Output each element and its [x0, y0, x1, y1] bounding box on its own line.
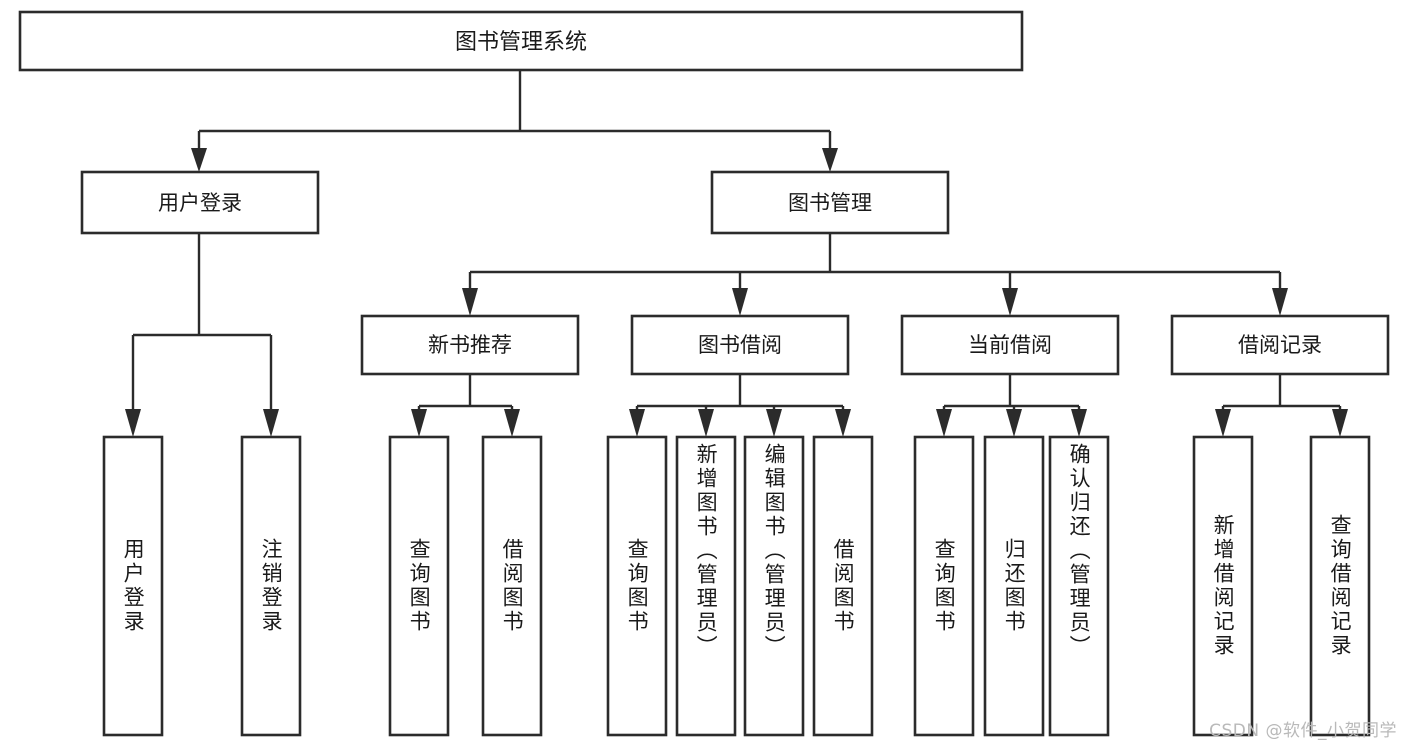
node-borrow-record-box[interactable]: [1170, 314, 1390, 376]
node-leaf-1-box[interactable]: [102, 435, 164, 737]
node-leaf-9-box[interactable]: [913, 435, 975, 737]
node-leaf-2-box[interactable]: [240, 435, 302, 737]
arrow-to-book-manage: [822, 148, 838, 172]
node-borrow-record-label: 借阅记录: [1238, 333, 1322, 357]
node-book-manage[interactable]: 图书管理: [710, 170, 950, 235]
arrow-leaf-6: [698, 409, 714, 437]
node-root-label: 图书管理系统: [455, 30, 587, 55]
node-leaf-12-box[interactable]: [1192, 435, 1254, 737]
node-leaf-3-box[interactable]: [388, 435, 450, 737]
node-new-book-rec-box[interactable]: [360, 314, 580, 376]
node-leaf-6-box[interactable]: [675, 435, 737, 737]
node-leaf-8-box[interactable]: [812, 435, 874, 737]
node-root[interactable]: 图书管理系统: [18, 10, 1024, 72]
node-book-manage-box[interactable]: [710, 170, 950, 235]
node-book-borrow[interactable]: 图书借阅: [630, 314, 850, 376]
node-leaf-13-box[interactable]: [1309, 435, 1371, 737]
arrow-leaf-7: [766, 409, 782, 437]
node-leaf-5-box[interactable]: [606, 435, 668, 737]
node-book-borrow-label: 图书借阅: [698, 333, 782, 357]
node-book-manage-label: 图书管理: [788, 191, 872, 215]
node-new-book-rec[interactable]: 新书推荐: [360, 314, 580, 376]
node-current-borrow[interactable]: 当前借阅: [900, 314, 1120, 376]
arrow-leaf-4: [504, 409, 520, 437]
node-new-book-rec-label: 新书推荐: [428, 333, 512, 357]
arrow-leaf-11: [1071, 409, 1087, 437]
node-leaf-7-box[interactable]: [743, 435, 805, 737]
arrow-leaf-1: [125, 409, 141, 437]
arrow-current-borrow: [1002, 288, 1018, 316]
node-user-login-label: 用户登录: [158, 191, 242, 215]
arrow-leaf-8: [835, 409, 851, 437]
node-root-box[interactable]: [18, 10, 1024, 72]
csdn-watermark: CSDN @软件_小贺同学: [1209, 721, 1397, 741]
connector-layer: [125, 70, 1348, 437]
node-leaf-11-box[interactable]: [1048, 435, 1110, 737]
node-borrow-record[interactable]: 借阅记录: [1170, 314, 1390, 376]
arrow-book-borrow: [732, 288, 748, 316]
node-user-login[interactable]: 用户登录: [80, 170, 320, 235]
node-current-borrow-label: 当前借阅: [968, 333, 1052, 357]
node-leaf-10-box[interactable]: [983, 435, 1045, 737]
arrow-to-user-login: [191, 148, 207, 172]
arrow-leaf-10: [1006, 409, 1022, 437]
arrow-new-book-rec: [462, 288, 478, 316]
node-user-login-box[interactable]: [80, 170, 320, 235]
node-book-borrow-box[interactable]: [630, 314, 850, 376]
arrow-borrow-record: [1272, 288, 1288, 316]
arrow-leaf-3: [411, 409, 427, 437]
node-current-borrow-box[interactable]: [900, 314, 1120, 376]
node-layer: 图书管理系统 用户登录 图书管理 新书推荐 图书借阅: [18, 10, 1390, 737]
arrow-leaf-9: [936, 409, 952, 437]
arrow-leaf-5: [629, 409, 645, 437]
node-leaf-4-box[interactable]: [481, 435, 543, 737]
arrow-leaf-12: [1215, 409, 1231, 437]
arrow-leaf-13: [1332, 409, 1348, 437]
arrow-leaf-2: [263, 409, 279, 437]
